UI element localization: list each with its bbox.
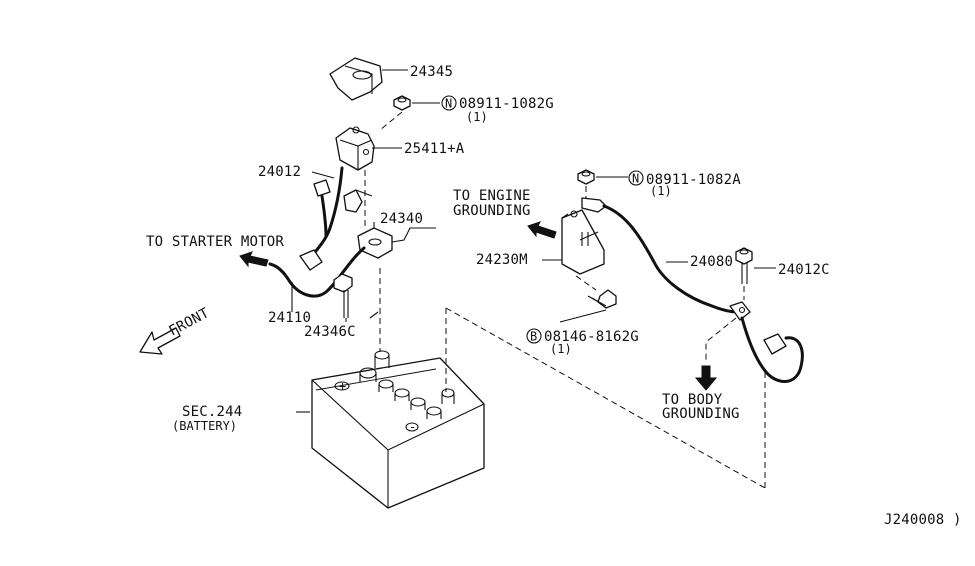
bracket-24230M: [542, 209, 605, 275]
label-24230M: 24230M: [476, 252, 528, 268]
label-front: FRONT: [166, 305, 212, 340]
label-24012: 24012: [258, 164, 301, 180]
label-24080: 24080: [690, 254, 733, 270]
clamp-25411A: [335, 126, 402, 171]
qty-08146-8162G: (1): [550, 342, 572, 356]
bolt-symbol-b: B: [530, 330, 537, 344]
bolt-24346C: [333, 273, 353, 322]
label-to-starter-motor: TO STARTER MOTOR: [146, 234, 284, 250]
label-to-engine: TO ENGINE: [453, 188, 531, 204]
label-to-body: TO BODY: [662, 392, 723, 408]
harness-24012: [310, 166, 373, 258]
diagram-code: J240008 ): [884, 512, 962, 528]
label-08146-8162G: 08146-8162G: [544, 329, 639, 345]
label-24012C: 24012C: [778, 262, 830, 278]
qty-08911-1082G: (1): [466, 110, 488, 124]
cable-24080: [581, 197, 804, 383]
bolt-08146-8162G: [559, 289, 617, 323]
engine-grounding-arrow: [527, 221, 557, 239]
label-24110: 24110: [268, 310, 311, 326]
cable-24110: [268, 246, 366, 312]
qty-08911-1082A: (1): [650, 184, 672, 198]
label-24346C: 24346C: [304, 324, 356, 340]
label-25411A: 25411+A: [404, 141, 465, 157]
bolt-24012C: [735, 247, 776, 284]
label-body-grounding: GROUNDING: [662, 406, 740, 422]
cover-24345: [329, 57, 408, 101]
nut-symbol-n-right: N: [632, 172, 639, 186]
nut-symbol-n: N: [445, 97, 452, 111]
battery: + -: [311, 350, 485, 509]
starter-motor-arrow: [239, 251, 269, 268]
terminal-24340: [357, 222, 436, 259]
battery-negative-mark: -: [409, 420, 416, 434]
label-battery-sec: SEC.244: [182, 404, 242, 420]
battery-positive-mark: +: [339, 379, 346, 393]
label-engine-grounding: GROUNDING: [453, 203, 531, 219]
label-24345: 24345: [410, 64, 453, 80]
label-08911-1082G: 08911-1082G: [459, 96, 554, 112]
body-grounding-arrow: [694, 365, 718, 391]
label-battery-name: (BATTERY): [172, 419, 237, 433]
nut-08911-1082G: [393, 95, 440, 111]
label-24340: 24340: [380, 211, 423, 227]
nut-08911-1082A: [577, 169, 628, 185]
front-arrow: [139, 327, 181, 355]
label-08911-1082A: 08911-1082A: [646, 172, 741, 188]
